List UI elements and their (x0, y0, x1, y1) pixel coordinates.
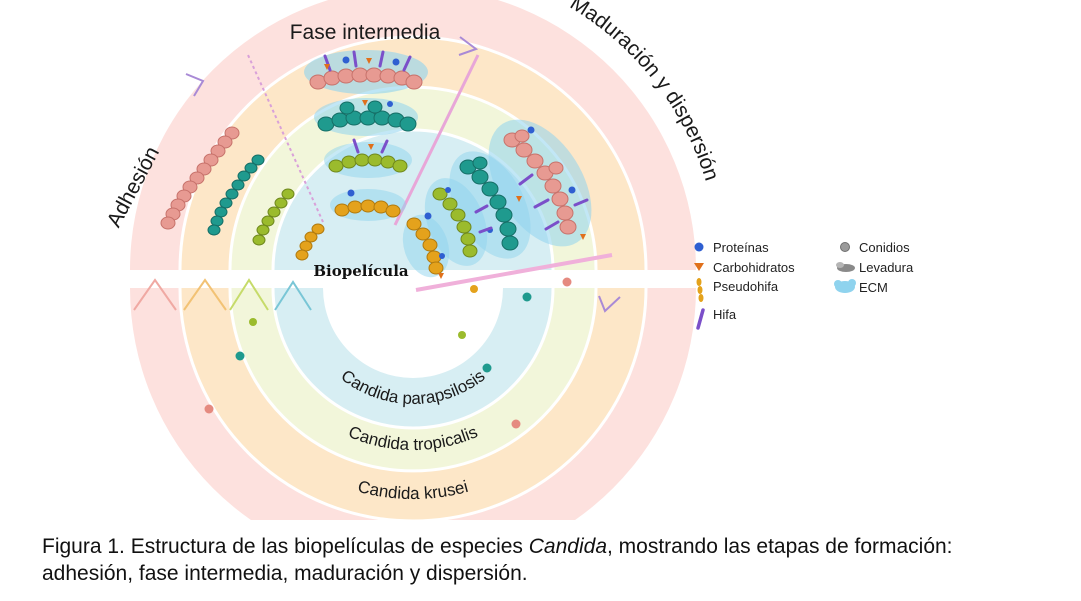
caption-prefix: Figura 1. Estructura de las biopelículas… (42, 535, 529, 558)
legend: Proteínas Carbohidratos Pseudohifa Hifa … (694, 240, 914, 330)
stage-dividers (247, 54, 613, 292)
legend-label: Hifa (713, 307, 737, 322)
ring-cusps (133, 278, 312, 311)
legend-label: Conidios (859, 240, 910, 255)
ring-parapsilosis-bottom (273, 288, 553, 428)
maturation-arrow-icon (598, 295, 621, 313)
parapsilosis-adhesion-chain (295, 223, 325, 261)
adhesion-arrow-icon (185, 73, 205, 97)
ring-krusei-bottom (180, 288, 646, 521)
parapsilosis-intermediate-cluster (330, 189, 406, 221)
biofilm-diagram: Adhesión Fase intermedia Maduración y di… (103, 0, 914, 571)
conidia-dot-icon (840, 242, 850, 252)
legend-item-hypha: Hifa (696, 307, 737, 330)
maturation-clusters (402, 119, 592, 279)
albicans-adhesion-chain (160, 126, 240, 230)
legend-label: Proteínas (713, 240, 769, 255)
ecm-icon (834, 279, 856, 293)
legend-item-ecm: ECM (834, 279, 888, 295)
krusei-intermediate-cluster (314, 98, 418, 136)
protein-dot-icon (694, 242, 704, 252)
conidia-dots (204, 277, 572, 429)
parapsilosis-maturation-cluster (402, 212, 450, 279)
caption-suffix: , mostrando las etapas de formación: adh… (42, 535, 953, 585)
carbohydrate-triangle-icon (694, 263, 704, 271)
yeast-icon (836, 262, 855, 272)
stage-label-intermediate: Fase intermedia (290, 21, 441, 44)
legend-label: ECM (859, 280, 888, 295)
tropicalis-intermediate-cluster (324, 138, 412, 178)
legend-item-conidia: Conidios (840, 240, 910, 255)
legend-label: Pseudohifa (713, 279, 779, 294)
stage-arrows (185, 36, 621, 313)
intermediate-clusters (304, 50, 428, 221)
legend-item-proteins: Proteínas (694, 240, 769, 255)
legend-item-yeast: Levadura (836, 260, 914, 275)
ring-tropicalis-bottom (230, 288, 596, 471)
legend-item-carbohydrates: Carbohidratos (694, 260, 795, 275)
hypha-icon (696, 308, 705, 330)
biofilm-diagram-svg: Adhesión Fase intermedia Maduración y di… (103, 0, 914, 571)
pseudohypha-icon (696, 278, 704, 302)
adhesion-yeast-chains (160, 126, 325, 261)
center-label: Biopelícula (313, 262, 409, 280)
intermediate-arrow-icon (458, 36, 479, 56)
ring-krusei (180, 37, 646, 270)
legend-label: Levadura (859, 260, 914, 275)
legend-item-pseudohypha: Pseudohifa (696, 278, 779, 302)
ring-albicans-bottom (130, 288, 696, 571)
figure-caption: Figura 1. Estructura de las biopelículas… (42, 533, 1042, 587)
tropicalis-adhesion-chain (252, 188, 295, 246)
albicans-intermediate-cluster (304, 50, 428, 94)
legend-label: Carbohidratos (713, 260, 795, 275)
ring-albicans (130, 0, 696, 270)
caption-italic-genus: Candida (528, 535, 607, 558)
krusei-adhesion-chain (207, 154, 265, 236)
